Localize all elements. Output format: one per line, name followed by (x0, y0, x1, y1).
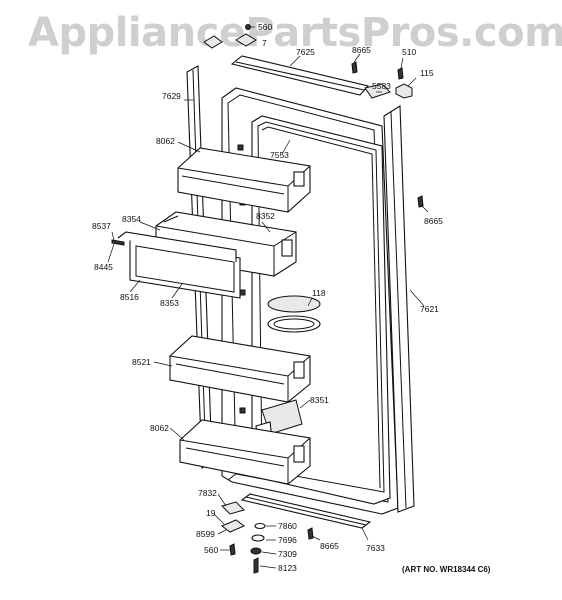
callout-8516: 8516 (120, 292, 139, 302)
watermark-text: AppliancePartsPros.com (28, 10, 562, 56)
dairy-door-8353 (117, 231, 241, 299)
callout-8062-bottom: 8062 (150, 423, 169, 433)
callout-7696: 7696 (278, 535, 297, 545)
leader-lines (107, 26, 429, 569)
callout-8354: 8354 (122, 214, 141, 224)
callout-7553: 7553 (270, 150, 289, 160)
callout-8665-bottom: 8665 (320, 541, 339, 551)
callout-560: 560 (258, 22, 272, 32)
door-shelf-8062-bottom (179, 419, 311, 485)
callout-7633: 7633 (366, 543, 385, 553)
callout-19: 19 (206, 508, 216, 518)
top-hinge-parts (203, 24, 413, 99)
callout-8062-top: 8062 (156, 136, 175, 146)
screw-8665 (417, 195, 424, 208)
door-shelf-8521 (169, 335, 311, 403)
bottom-hinge-parts (111, 239, 314, 574)
callout-8351: 8351 (310, 395, 329, 405)
callout-7309: 7309 (278, 549, 297, 559)
callout-7832: 7832 (198, 488, 217, 498)
bottom-door-cap (240, 493, 372, 529)
egg-trays-118 (267, 295, 321, 333)
callout-8665-right: 8665 (424, 216, 443, 226)
callout-8665: 8665 (352, 45, 371, 55)
callout-8352: 8352 (256, 211, 275, 221)
callout-8537: 8537 (92, 221, 111, 231)
callout-115: 115 (420, 68, 434, 78)
callout-8445: 8445 (94, 262, 113, 272)
door-shelf-8062-top (177, 147, 311, 213)
top-door-cap (230, 55, 370, 96)
right-door-strip (383, 105, 415, 513)
callout-8353: 8353 (160, 298, 179, 308)
callout-8521: 8521 (132, 357, 151, 367)
callout-7: 7 (262, 38, 267, 48)
callout-7625: 7625 (296, 47, 315, 57)
callout-7621: 7621 (420, 304, 439, 314)
callout-7860: 7860 (278, 521, 297, 531)
callout-5583: 5583 (372, 81, 391, 91)
callout-8599: 8599 (196, 529, 215, 539)
callout-510: 510 (402, 47, 416, 57)
callout-560-bottom: 560 (204, 545, 218, 555)
callout-7629: 7629 (162, 91, 181, 101)
art-number: (ART NO. WR18344 C6) (402, 565, 491, 574)
callout-labels: 560 7 7625 8665 510 115 7629 5583 8062 7… (92, 22, 491, 574)
callout-118: 118 (312, 288, 326, 298)
callout-8123: 8123 (278, 563, 297, 573)
